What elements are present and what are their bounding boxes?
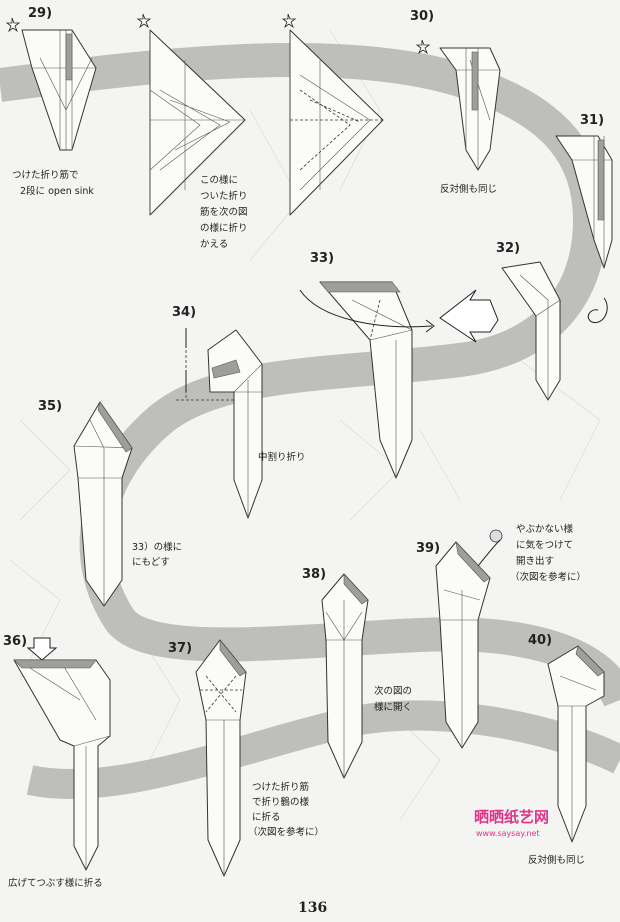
step-36-note: 広げてつぶす様に折る <box>8 877 103 889</box>
svg-text:40): 40) <box>528 633 552 648</box>
pull-arrow <box>478 540 500 566</box>
svg-text:www.saysay.net: www.saysay.net <box>476 829 540 838</box>
svg-text:33）の様に: 33）の様に <box>132 541 182 553</box>
step-37-note: つけた折り筋 で折り鶴の様 に折る （次図を参考に） <box>248 781 324 838</box>
step-29-note: つけた折り筋で 2段に open sink <box>12 169 94 197</box>
svg-text:の様に折り: の様に折り <box>200 222 248 234</box>
svg-text:2段に open sink: 2段に open sink <box>20 185 94 197</box>
svg-text:反対側も同じ: 反対側も同じ <box>528 854 585 866</box>
magnifier-icon <box>490 530 502 542</box>
svg-text:38): 38) <box>302 567 326 582</box>
svg-text:開き出す: 開き出す <box>516 555 554 567</box>
svg-text:に折る: に折る <box>252 811 281 823</box>
step-29-detail-a-note: この様に ついた折り 筋を次の図 の様に折り かえる <box>200 174 248 250</box>
star-icon <box>138 14 150 27</box>
step-number: 29) <box>28 6 52 21</box>
svg-text:筋を次の図: 筋を次の図 <box>200 206 248 218</box>
next-step-arrow <box>440 290 498 342</box>
star-icon <box>283 14 295 27</box>
svg-text:にもどす: にもどす <box>132 557 170 568</box>
svg-text:つけた折り筋で: つけた折り筋で <box>12 169 79 181</box>
step-38-note: 次の図の 様に開く <box>374 685 412 713</box>
svg-text:次の図の: 次の図の <box>374 685 412 697</box>
svg-text:31): 31) <box>580 113 604 128</box>
svg-text:39): 39) <box>416 541 440 556</box>
step-39-note: やぶかない様 に気をつけて 開き出す （次図を参考に） <box>510 523 586 583</box>
watermark: 晒晒纸艺网 www.saysay.net <box>474 808 549 838</box>
svg-text:晒晒纸艺网: 晒晒纸艺网 <box>474 808 549 826</box>
svg-text:34): 34) <box>172 305 196 320</box>
push-arrow-icon <box>28 638 56 660</box>
svg-text:30): 30) <box>410 9 434 24</box>
svg-text:33): 33) <box>310 251 334 266</box>
step-36: 36) <box>3 634 110 870</box>
model-34 <box>208 330 262 518</box>
step-40-note: 反対側も同じ <box>528 854 585 866</box>
svg-text:やぶかない様: やぶかない様 <box>516 523 574 535</box>
star-icon <box>417 40 429 53</box>
svg-text:つけた折り筋: つけた折り筋 <box>252 781 309 793</box>
model-36 <box>14 660 110 870</box>
svg-text:に気をつけて: に気をつけて <box>516 539 573 551</box>
model-38 <box>322 574 368 778</box>
svg-text:ついた折り: ついた折り <box>200 190 248 202</box>
step-35-note: 33）の様に にもどす <box>132 541 182 568</box>
page-number: 136 <box>298 900 327 916</box>
svg-text:様に開く: 様に開く <box>374 701 412 713</box>
svg-text:37): 37) <box>168 641 192 656</box>
svg-text:32): 32) <box>496 241 520 256</box>
svg-text:（次図を参考に）: （次図を参考に） <box>248 826 324 838</box>
step-34-note: 中割り折り <box>258 451 306 463</box>
svg-text:広げてつぶす様に折る: 広げてつぶす様に折る <box>8 877 103 889</box>
svg-text:中割り折り: 中割り折り <box>258 451 306 463</box>
svg-text:反対側も同じ: 反対側も同じ <box>440 183 497 195</box>
svg-text:35): 35) <box>38 399 62 414</box>
star-icon <box>7 18 19 31</box>
svg-text:36): 36) <box>3 634 27 649</box>
step-30-note: 反対側も同じ <box>440 183 497 195</box>
svg-text:かえる: かえる <box>200 239 228 250</box>
svg-text:で折り鶴の様: で折り鶴の様 <box>252 796 310 808</box>
turn-over-arrow <box>588 298 607 323</box>
svg-text:この様に: この様に <box>200 174 238 186</box>
winding-band-return <box>30 716 620 785</box>
svg-text:（次図を参考に）: （次図を参考に） <box>510 571 586 583</box>
